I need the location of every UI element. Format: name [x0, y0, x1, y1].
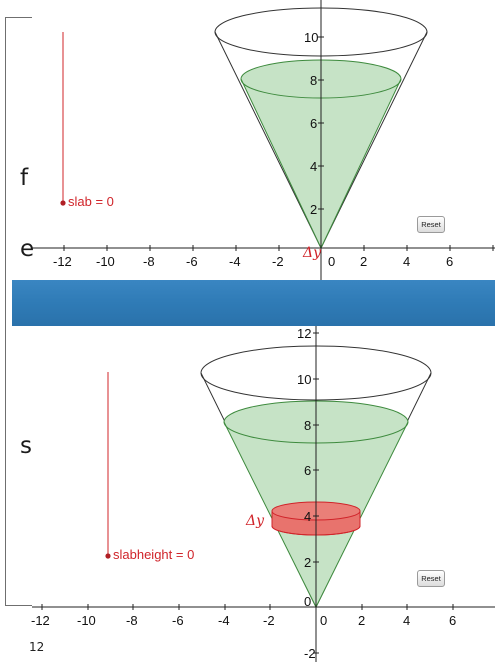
- top-x-tick: 4: [403, 254, 410, 269]
- bottom-y-tick: 8: [304, 418, 311, 433]
- top-x-tick: -10: [96, 254, 115, 269]
- bottom-liquid-left-edge: [223, 421, 317, 608]
- bottom-x-tick: 2: [358, 613, 365, 628]
- bottom-x-tick: -12: [31, 613, 50, 628]
- bottom-graph: -12 -10 -8 -6 -4 -2 0 2 4 6 12 10 8 6 4 …: [31, 326, 495, 662]
- top-x-tick: 0: [328, 254, 335, 269]
- top-y-tick: 2: [310, 202, 317, 217]
- top-liquid-left-edge: [240, 78, 322, 249]
- top-y-tick: 4: [310, 159, 317, 174]
- bottom-x-tick: 0: [320, 613, 327, 628]
- bottom-x-tick: -10: [77, 613, 96, 628]
- bottom-y-ticks: 12 10 8 6 4 2 0 -2: [297, 326, 319, 661]
- bottom-liquid-right-edge: [315, 421, 409, 608]
- top-x-ticks: -12 -10 -8 -6 -4 -2 0 2 4 6: [53, 245, 494, 269]
- blue-banner: [12, 280, 495, 326]
- bottom-x-tick: -6: [172, 613, 184, 628]
- top-x-tick: -4: [229, 254, 241, 269]
- bottom-x-tick: -4: [218, 613, 230, 628]
- bottom-y-tick: 10: [297, 372, 311, 387]
- bottom-y-tick: 12: [297, 326, 311, 341]
- text-fragment-1: f: [20, 165, 29, 191]
- top-slider-label: slab = 0: [68, 194, 114, 209]
- text-fragment-3: s: [20, 433, 32, 459]
- top-x-tick: 2: [360, 254, 367, 269]
- top-liquid-right-edge: [320, 78, 402, 249]
- top-graph: -12 -10 -8 -6 -4 -2 0 2 4 6 10 8 6 4 2 -…: [32, 0, 495, 300]
- page-number: 12: [29, 640, 45, 654]
- bottom-x-tick: 6: [449, 613, 456, 628]
- bottom-slider-handle[interactable]: [105, 553, 111, 559]
- bottom-y-tick: 0: [304, 594, 311, 609]
- bottom-slider-label: slabheight = 0: [113, 547, 195, 562]
- top-y-tick: 10: [304, 30, 318, 45]
- top-x-tick: -8: [143, 254, 155, 269]
- top-x-tick: -2: [272, 254, 284, 269]
- top-x-tick: -6: [186, 254, 198, 269]
- bottom-x-tick: -8: [126, 613, 138, 628]
- top-delta-y-label: Δy: [302, 245, 322, 261]
- bottom-y-tick: 6: [304, 463, 311, 478]
- top-x-tick: 6: [446, 254, 453, 269]
- bottom-x-tick: -2: [263, 613, 275, 628]
- text-fragment-2: e: [20, 236, 35, 262]
- bottom-x-tick: 4: [403, 613, 410, 628]
- bottom-y-tick: 2: [304, 555, 311, 570]
- bottom-y-tick: 4: [304, 509, 311, 524]
- bottom-x-ticks: -12 -10 -8 -6 -4 -2 0 2 4 6: [31, 604, 456, 628]
- top-slider-handle[interactable]: [60, 200, 66, 206]
- bottom-reset-button[interactable]: Reset: [417, 570, 445, 587]
- top-y-tick: 8: [310, 73, 317, 88]
- top-reset-button[interactable]: Reset: [417, 216, 445, 233]
- top-x-tick: -12: [53, 254, 72, 269]
- top-y-tick: 6: [310, 116, 317, 131]
- bottom-delta-y-label: Δy: [245, 513, 265, 529]
- bottom-y-tick: -2: [304, 646, 316, 661]
